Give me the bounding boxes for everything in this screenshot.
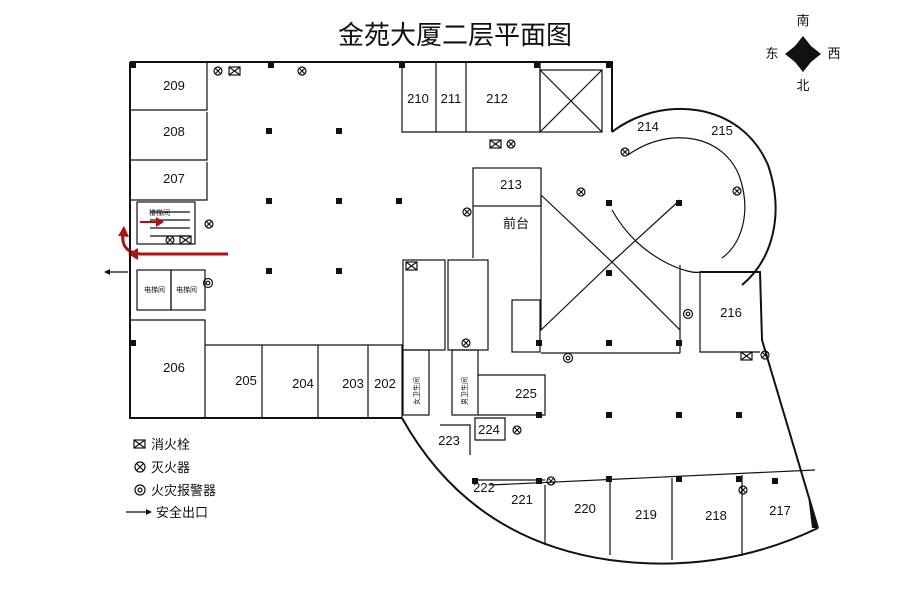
room-225: 225 [515, 386, 537, 401]
west-rooms [130, 62, 403, 418]
extinguisher-icon [297, 66, 307, 76]
compass-arrow-right-icon [811, 46, 821, 62]
legend-exit-icon [126, 509, 152, 515]
room-216: 216 [720, 305, 742, 320]
extinguisher-icon [461, 338, 471, 348]
legend-alarm-icon [134, 484, 146, 496]
room-203: 203 [342, 376, 364, 391]
hydrant-icon [179, 235, 192, 245]
exit-arrow-icon [128, 248, 138, 260]
compass-east: 东 [765, 47, 778, 62]
extinguisher-icon [620, 147, 630, 157]
compass-south: 南 [796, 13, 809, 29]
room-213-box [472, 167, 542, 207]
room-208: 208 [163, 124, 185, 139]
extinguisher-icon [462, 207, 472, 217]
room-221: 221 [511, 492, 533, 507]
extinguisher-icon [165, 235, 175, 245]
compass-arrow-up-icon [795, 36, 811, 46]
legend-alarm-label: 火灾报警器 [151, 483, 216, 499]
exit-arrow-icon [104, 269, 110, 275]
extinguisher-icon [204, 219, 214, 229]
void-shaft [539, 69, 603, 133]
compass-arrow-left-icon [785, 46, 795, 62]
room-213: 213 [500, 177, 522, 192]
extinguisher-icon [738, 485, 748, 495]
room-215: 215 [711, 123, 733, 138]
room-224: 224 [478, 422, 500, 437]
womens-wc-label: 女卫生间 [412, 377, 421, 405]
page-title: 金苑大厦二层平面图 [338, 21, 572, 51]
columns [130, 62, 778, 484]
room-202: 202 [374, 376, 396, 391]
alarm-symbols [202, 277, 694, 364]
hydrant-icon [740, 351, 753, 361]
room-214: 214 [637, 119, 659, 134]
legend: 消火栓 灭火器 火灾报警器 安全出口 [126, 438, 216, 521]
extinguisher-icon [546, 476, 556, 486]
extinguisher-icon [512, 425, 522, 435]
stairwell-label: 楼梯间 [149, 208, 170, 217]
legend-hydrant-label: 消火栓 [151, 438, 190, 453]
extinguisher-symbols [165, 66, 770, 495]
mens-wc-label: 男卫生间 [460, 377, 469, 405]
extinguisher-icon [213, 66, 223, 76]
compass-west: 西 [827, 47, 840, 62]
legend-exit-label: 安全出口 [156, 505, 208, 521]
legend-hydrant-icon [133, 439, 146, 449]
elevator-label-1: 电梯间 [144, 285, 165, 294]
exit-route [104, 217, 228, 275]
extinguisher-icon [576, 187, 586, 197]
room-222: 222 [473, 480, 495, 495]
north-rooms [401, 62, 681, 354]
hydrant-icon [405, 261, 418, 271]
room-211: 211 [441, 91, 462, 106]
small-labels: 楼梯间 电梯间 电梯间 女卫生间 男卫生间 [144, 208, 469, 405]
compass: 南 东 西 北 [765, 13, 840, 94]
alarm-icon [562, 352, 574, 364]
hydrant-icon [489, 139, 502, 149]
room-219: 219 [635, 507, 657, 522]
compass-arrow-down-icon [795, 62, 811, 72]
room-209: 209 [163, 78, 185, 93]
stairwell [136, 201, 196, 245]
legend-extinguisher-icon [134, 461, 146, 473]
room-220: 220 [574, 501, 596, 516]
hydrant-icon [228, 66, 241, 76]
building-walls [129, 61, 819, 565]
room-labels: 209 208 207 206 205 204 203 202 210 211 … [163, 78, 791, 523]
elevator-label-2: 电梯间 [176, 285, 197, 294]
extinguisher-icon [506, 139, 516, 149]
room-212: 212 [486, 91, 508, 106]
reception-label: 前台 [503, 216, 529, 231]
compass-north: 北 [796, 79, 809, 94]
room-218: 218 [705, 508, 727, 523]
alarm-icon [202, 277, 214, 289]
legend-extinguisher-label: 灭火器 [151, 461, 190, 476]
hydrant-symbols [179, 66, 753, 361]
room-207: 207 [163, 171, 185, 186]
extinguisher-icon [760, 350, 770, 360]
room-210: 210 [407, 91, 429, 106]
room-217: 217 [769, 503, 791, 518]
center-core [402, 259, 546, 481]
room-204: 204 [292, 376, 314, 391]
elevator-right [170, 269, 206, 311]
room-206: 206 [163, 360, 185, 375]
room-223: 223 [438, 433, 460, 448]
exit-arrow-icon [118, 226, 129, 237]
room-205: 205 [235, 373, 257, 388]
alarm-icon [682, 308, 694, 320]
extinguisher-icon [732, 186, 742, 196]
